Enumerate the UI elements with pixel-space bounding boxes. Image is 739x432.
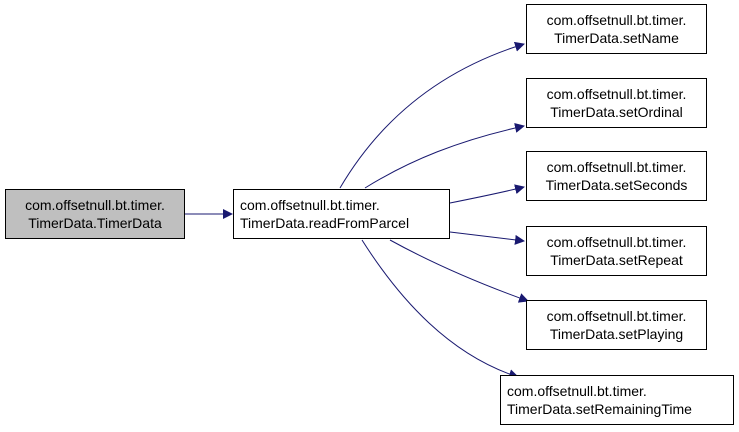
edge-readfromparcel-to-setordinal xyxy=(364,123,525,189)
node-line-method: TimerData.readFromParcel xyxy=(240,215,410,231)
node-line-package: com.offsetnull.bt.timer. xyxy=(240,197,380,213)
edge-readfromparcel-to-setseconds xyxy=(449,184,525,204)
edge-readfromparcel-to-setrepeat xyxy=(449,231,525,245)
node-line-method: TimerData.setPlaying xyxy=(549,326,684,342)
node-line-package: com.offsetnull.bt.timer. xyxy=(546,86,687,102)
node-line-method: TimerData.setName xyxy=(554,30,679,46)
node-line-method: TimerData.setRemainingTime xyxy=(507,401,692,417)
edge-readfromparcel-to-setremainingtime xyxy=(361,239,519,379)
node-setremainingtime[interactable]: com.offsetnull.bt.timer. TimerData.setRe… xyxy=(500,375,734,425)
node-line-package: com.offsetnull.bt.timer. xyxy=(546,308,687,324)
node-setordinal[interactable]: com.offsetnull.bt.timer. TimerData.setOr… xyxy=(526,78,707,128)
node-setname[interactable]: com.offsetnull.bt.timer. TimerData.setNa… xyxy=(526,4,707,54)
edge-readfromparcel-to-setname xyxy=(339,41,525,189)
node-line-package: com.offsetnull.bt.timer. xyxy=(546,234,687,250)
node-readfromparcel[interactable]: com.offsetnull.bt.timer. TimerData.readF… xyxy=(233,189,450,239)
node-setseconds[interactable]: com.offsetnull.bt.timer. TimerData.setSe… xyxy=(526,151,707,201)
node-timerdata-constructor[interactable]: com.offsetnull.bt.timer. TimerData.Timer… xyxy=(5,189,185,239)
node-line-package: com.offsetnull.bt.timer. xyxy=(25,197,165,213)
node-line-package: com.offsetnull.bt.timer. xyxy=(546,159,687,175)
node-setrepeat[interactable]: com.offsetnull.bt.timer. TimerData.setRe… xyxy=(526,226,707,276)
edge-readfromparcel-to-setplaying xyxy=(389,239,529,303)
node-line-package: com.offsetnull.bt.timer. xyxy=(507,383,647,399)
node-line-method: TimerData.setRepeat xyxy=(550,252,683,268)
node-setplaying[interactable]: com.offsetnull.bt.timer. TimerData.setPl… xyxy=(526,300,707,350)
node-line-method: TimerData.setOrdinal xyxy=(550,104,683,120)
node-line-method: TimerData.TimerData xyxy=(28,215,162,231)
node-line-package: com.offsetnull.bt.timer. xyxy=(546,12,687,28)
node-line-method: TimerData.setSeconds xyxy=(545,177,688,193)
